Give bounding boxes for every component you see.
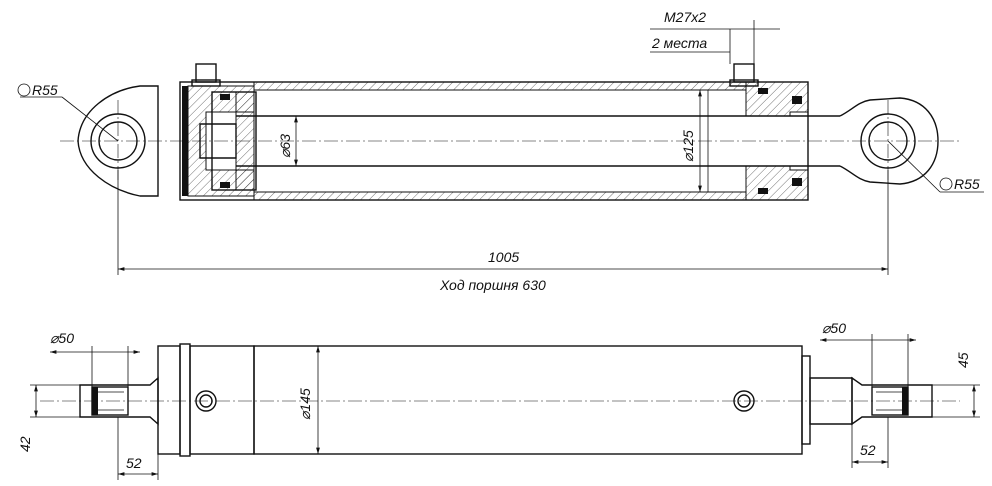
label-radius-left: R55: [32, 82, 58, 98]
cylinder-tube: [179, 81, 809, 201]
label-overall-length: 1005: [488, 249, 519, 265]
end-cap: [157, 345, 181, 455]
label-width-left: 42: [17, 436, 33, 452]
side-view: ⌀145 ⌀50 ⌀50 45 42 52 52: [17, 320, 980, 480]
section-view: ⌀63 ⌀125 M27x2 2 места R55 R55 1005 Ход …: [17, 9, 984, 293]
label-dia-pin-left: ⌀50: [50, 330, 74, 346]
label-dia-body: ⌀145: [297, 388, 313, 420]
label-width-right: 45: [955, 352, 971, 368]
bottom-seal: [182, 86, 188, 196]
label-stroke: Ход поршня 630: [439, 277, 546, 293]
circle-symbol-left: [17, 83, 31, 97]
cylinder-body: [253, 345, 803, 455]
right-eye: [839, 97, 939, 185]
port-hole-right: [733, 390, 755, 412]
label-dia-bore: ⌀125: [680, 130, 696, 162]
label-dia-rod: ⌀63: [277, 134, 293, 158]
label-dia-pin-right: ⌀50: [822, 320, 846, 336]
label-radius-right: R55: [954, 176, 980, 192]
label-thread: M27x2: [664, 9, 706, 25]
circle-symbol-right: [939, 177, 953, 191]
piston-rod: [199, 90, 840, 192]
label-lug-left: 52: [126, 455, 142, 471]
label-lug-right: 52: [860, 442, 876, 458]
label-places: 2 места: [651, 35, 707, 51]
port-hole-left: [195, 390, 217, 412]
